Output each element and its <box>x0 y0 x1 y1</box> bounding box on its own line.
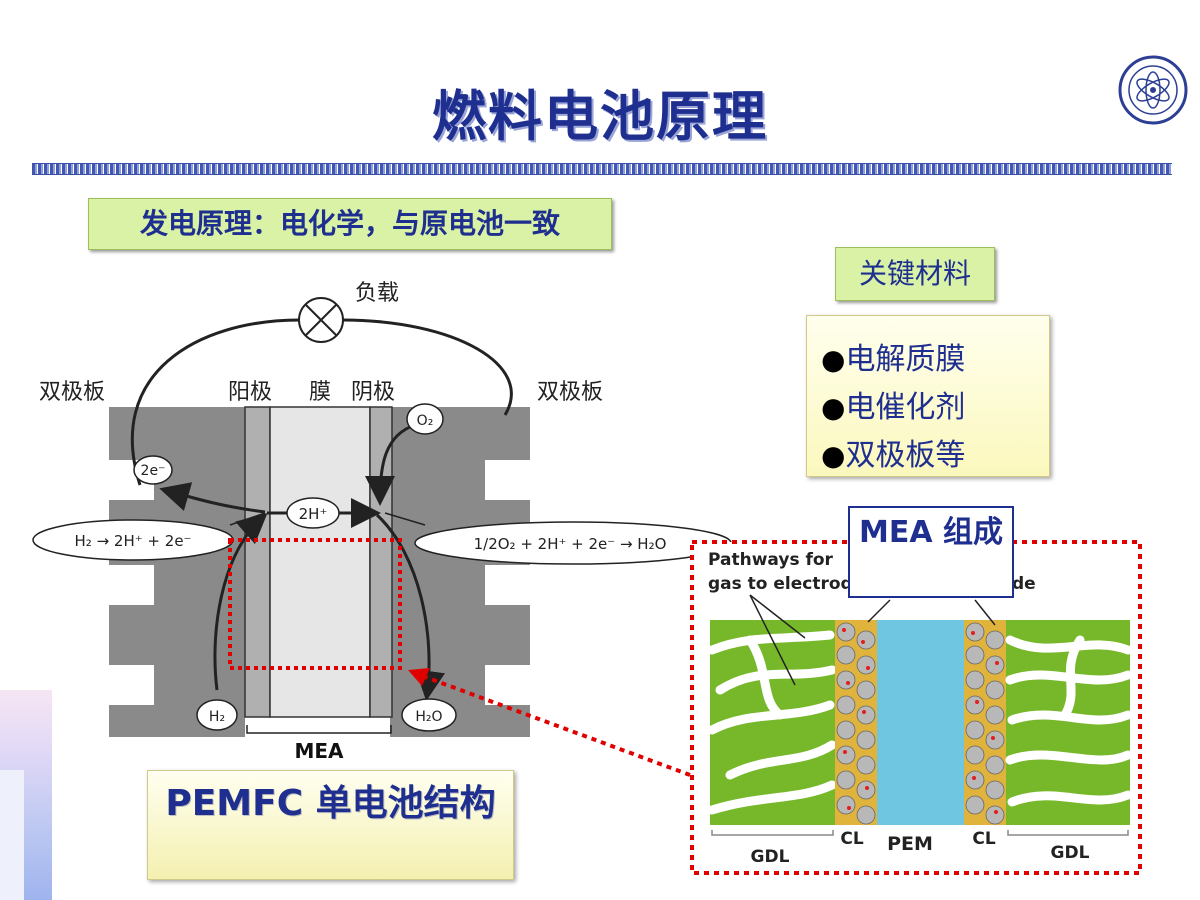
pathways-fragment: de <box>1012 574 1036 594</box>
mea-detail-panel: Pathways for gas to electrode de <box>690 540 1142 875</box>
gdl-left-label: GDL <box>751 847 790 867</box>
cathode-label: 阴极 <box>351 380 395 405</box>
membrane-layer <box>269 406 371 718</box>
anode-layer <box>244 406 271 718</box>
electron-bubble <box>133 455 173 485</box>
key-materials-title: 关键材料 <box>835 247 995 301</box>
pem-label: PEM <box>887 833 933 855</box>
svg-text:2e⁻: 2e⁻ <box>141 463 166 479</box>
pemfc-caption: PEMFC 单电池结构 <box>147 770 514 880</box>
svg-text:H₂: H₂ <box>209 709 225 725</box>
bullet-icon: ● <box>821 343 846 376</box>
o2-bubble <box>406 403 444 435</box>
cathode-layer <box>369 406 393 718</box>
bipolar-label-right: 双极板 <box>537 380 603 405</box>
anode-reaction: H₂ → 2H⁺ + 2e⁻ <box>75 532 192 550</box>
svg-text:O₂: O₂ <box>417 413 434 429</box>
mea-label: MEA <box>294 739 344 763</box>
pathways-line1: Pathways for <box>708 550 834 570</box>
cathode-reaction: 1/2O₂ + 2H⁺ + 2e⁻ → H₂O <box>474 535 667 553</box>
principle-label: 发电原理：电化学，与原电池一致 <box>88 198 612 250</box>
svg-text:2H⁺: 2H⁺ <box>299 505 328 523</box>
key-materials-box: ●电解质膜 ●电催化剂 ●双极板等 <box>806 315 1050 477</box>
bipolar-label-left: 双极板 <box>39 380 105 405</box>
bullet-icon: ● <box>821 391 846 424</box>
pem-layer <box>877 620 964 825</box>
h2o-bubble <box>401 698 457 732</box>
title-divider <box>32 163 1172 175</box>
fuel-cell-diagram: 负载 双极板 阳极 膜 阴极 双极板 O₂ 2e⁻ 2H⁺ H₂ → 2H⁺ +… <box>32 281 732 763</box>
pathways-line2: gas to electrode <box>708 574 864 594</box>
side-decoration-inner <box>0 770 24 900</box>
key-item-electrolyte: ●电解质膜 <box>821 342 966 377</box>
mea-connector-arrow <box>408 668 691 777</box>
bullet-icon: ● <box>821 439 846 472</box>
key-item-catalyst: ●电催化剂 <box>821 390 966 425</box>
gdl-right-label: GDL <box>1051 843 1090 863</box>
university-logo-icon <box>1118 55 1188 125</box>
cl-right-label: CL <box>972 829 995 849</box>
key-item-bipolar: ●双极板等 <box>821 438 966 473</box>
proton-bubble <box>286 497 340 529</box>
svg-text:H₂O: H₂O <box>415 709 442 725</box>
cl-left-label: CL <box>840 829 863 849</box>
h2-bubble <box>196 699 238 731</box>
load-label: 负载 <box>355 281 399 306</box>
mea-highlight-box <box>228 538 402 670</box>
mea-callout: MEA 组成 <box>848 506 1014 598</box>
anode-label: 阳极 <box>228 380 272 405</box>
page-title: 燃料电池原理 <box>432 85 768 148</box>
membrane-label: 膜 <box>309 380 331 405</box>
